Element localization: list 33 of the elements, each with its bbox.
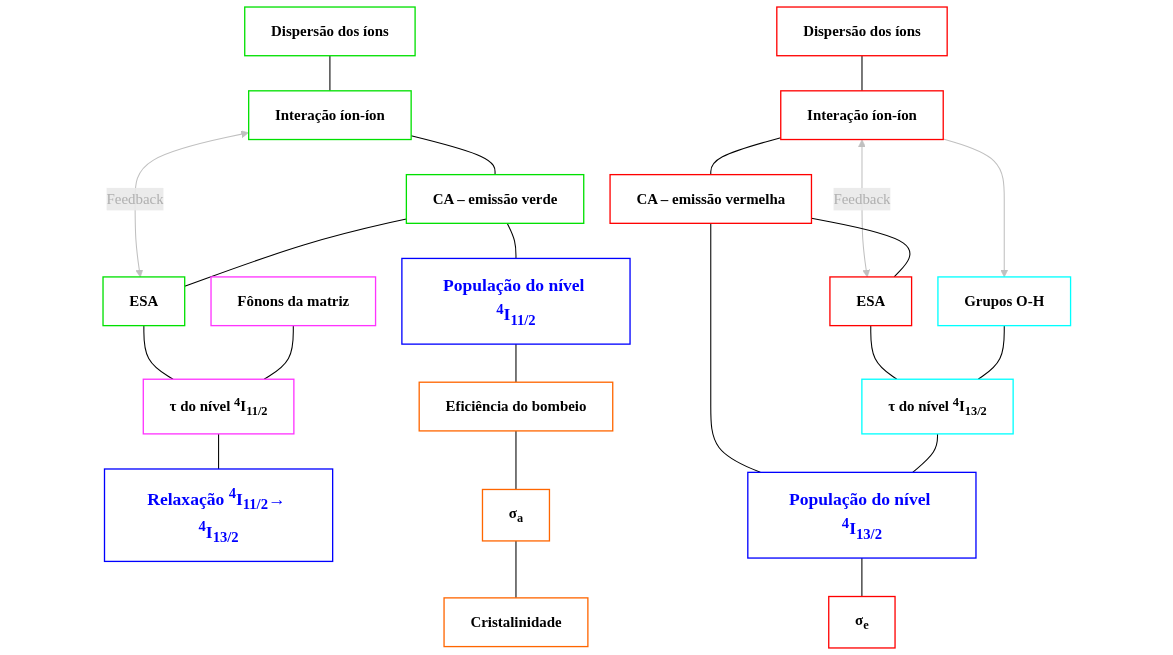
node-box: Grupos O-H	[936, 276, 1071, 327]
node-box: ESA	[828, 276, 912, 327]
connector	[869, 325, 898, 380]
node-box: População do nível $^{4}$I$_{11/2}$	[400, 257, 631, 345]
connector	[709, 137, 781, 176]
arrow	[942, 138, 1008, 278]
connector	[506, 222, 517, 259]
node-box: σ$_{a}$	[481, 488, 550, 542]
edge-label: Feedback	[106, 190, 164, 208]
connector	[709, 222, 761, 473]
node-box: σ$_{e}$	[827, 595, 896, 649]
node-box: τ do nível $^{4}$I$_{13/2}$	[860, 378, 1014, 435]
node-box: τ do nível $^{4}$I$_{11/2}$	[142, 378, 295, 435]
node-box: Dispersão dos íons	[243, 6, 416, 57]
node-box: CA – emissão vermelha	[609, 173, 812, 224]
connector	[217, 433, 219, 470]
node-box: Cristalinidade	[443, 597, 589, 648]
node-box: Fônons da matriz	[210, 276, 376, 327]
connector	[911, 433, 938, 473]
connector	[410, 135, 496, 176]
node-box: Interação íon-íon	[247, 90, 412, 141]
node-box: Eficiência do bombeio	[418, 381, 614, 432]
node-box: Dispersão dos íons	[775, 6, 948, 57]
node-box: CA – emissão verde	[405, 173, 585, 224]
node-box: Relaxação $^{4}$I$_{11/2}$→ $^{4}$I$_{13/2}$	[103, 468, 334, 563]
connector	[263, 325, 294, 380]
edge-label: Feedback	[833, 190, 891, 208]
node-box: Interação íon-íon	[779, 90, 944, 141]
node-box: População do nível $^{4}$I$_{13/2}$	[746, 471, 977, 559]
arrow	[134, 130, 249, 278]
node-box: ESA	[102, 276, 186, 327]
connector	[977, 325, 1005, 380]
connector	[143, 325, 174, 380]
